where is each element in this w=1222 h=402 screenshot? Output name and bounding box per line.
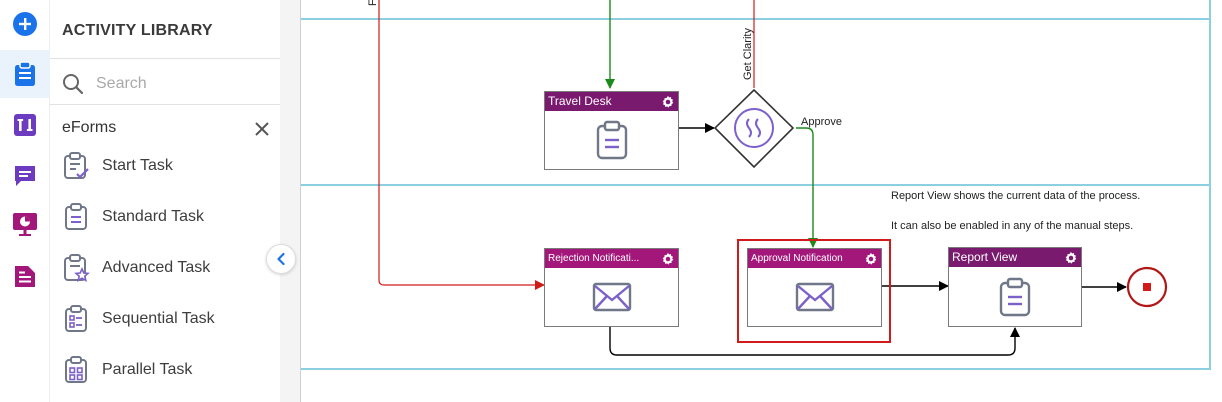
- activity-library-panel: ACTIVITY LIBRARY eForms Start Task: [50, 0, 280, 402]
- sequential-task-icon: [65, 305, 87, 332]
- edge-label-approve: Approve: [801, 116, 842, 128]
- icon-rail: [0, 0, 50, 402]
- task-header: Travel Desk: [545, 92, 678, 111]
- variables-button[interactable]: [0, 101, 50, 149]
- reports-button[interactable]: [0, 200, 50, 248]
- gateway-icon: [713, 88, 795, 169]
- library-item-standard-task[interactable]: Standard Task: [60, 199, 270, 235]
- canvas-gutter: [280, 0, 300, 402]
- add-button[interactable]: [0, 0, 50, 48]
- task-title: Travel Desk: [548, 94, 612, 108]
- gear-icon[interactable]: [1064, 251, 1078, 265]
- activity-library-button[interactable]: [0, 50, 50, 98]
- clipboard-icon: [15, 61, 35, 86]
- search-box[interactable]: [62, 72, 272, 96]
- standard-task-icon: [65, 203, 87, 230]
- library-item-advanced-task[interactable]: Advanced Task: [60, 250, 270, 286]
- documents-button[interactable]: [0, 252, 50, 300]
- add-icon: [13, 12, 37, 36]
- annotation-note: Report View shows the current data of th…: [891, 190, 1141, 202]
- section-title-eforms: eForms: [62, 119, 117, 136]
- library-item-start-task[interactable]: Start Task: [60, 148, 270, 184]
- edge-approve: [796, 127, 818, 248]
- messages-button[interactable]: [0, 151, 50, 199]
- close-icon[interactable]: [253, 120, 271, 138]
- dashboard-icon: [13, 213, 37, 236]
- task-node-approval-notification[interactable]: Approval Notification: [747, 248, 882, 327]
- connectors: [378, 0, 1168, 356]
- chat-icon: [15, 166, 35, 186]
- library-title: ACTIVITY LIBRARY: [62, 22, 213, 39]
- parallel-task-icon: [65, 356, 87, 383]
- lane-border: [301, 184, 1211, 186]
- selection-highlight: [737, 239, 891, 343]
- lane-border: [301, 18, 1211, 20]
- library-item-label: Sequential Task: [102, 310, 215, 327]
- divider: [50, 104, 280, 105]
- text-format-icon: [14, 114, 36, 136]
- task-header: Approval Notification: [748, 249, 881, 268]
- search-input[interactable]: [96, 75, 266, 93]
- search-icon: [63, 74, 84, 95]
- edge-rejection-to-report: [609, 326, 1020, 356]
- library-item-label: Advanced Task: [102, 259, 211, 276]
- advanced-task-icon: [64, 254, 90, 283]
- envelope-icon: [592, 282, 631, 312]
- envelope-icon: [795, 282, 834, 312]
- end-event-icon: [1126, 266, 1168, 308]
- clipboard-icon: [596, 120, 627, 160]
- divider: [50, 58, 280, 59]
- collapse-panel-button[interactable]: [266, 244, 296, 274]
- document-icon: [15, 266, 35, 287]
- edge-label-get-clarity: Get Clarity: [742, 28, 754, 80]
- task-title: Approval Notification: [751, 253, 843, 264]
- gear-icon[interactable]: [661, 252, 675, 266]
- edge-reject: [378, 0, 545, 290]
- lane-border: [1209, 0, 1211, 370]
- gear-icon[interactable]: [661, 95, 675, 109]
- library-item-sequential-task[interactable]: Sequential Task: [60, 301, 270, 337]
- chevron-left-icon: [277, 252, 285, 266]
- library-item-label: Parallel Task: [102, 361, 193, 378]
- task-node-travel-desk[interactable]: Travel Desk: [544, 91, 679, 170]
- task-header: Rejection Notificati...: [545, 249, 678, 268]
- gear-icon[interactable]: [864, 252, 878, 266]
- library-item-parallel-task[interactable]: Parallel Task: [60, 352, 270, 388]
- annotation-note: It can also be enabled in any of the man…: [891, 220, 1134, 232]
- task-node-report-view[interactable]: Report View: [948, 247, 1082, 327]
- lane-border: [301, 368, 1211, 370]
- start-task-icon: [64, 152, 89, 179]
- task-header: Report View: [949, 248, 1081, 267]
- library-item-label: Start Task: [102, 157, 173, 174]
- library-item-label: Standard Task: [102, 208, 204, 225]
- task-title: Report View: [952, 250, 1018, 264]
- clipboard-icon: [999, 277, 1031, 316]
- task-title: Rejection Notificati...: [548, 253, 640, 264]
- edge-label-cut: F: [367, 0, 379, 6]
- task-node-rejection-notification[interactable]: Rejection Notificati...: [544, 248, 679, 327]
- process-canvas[interactable]: Get Clarity Approve F Travel Desk Reject…: [300, 0, 1222, 402]
